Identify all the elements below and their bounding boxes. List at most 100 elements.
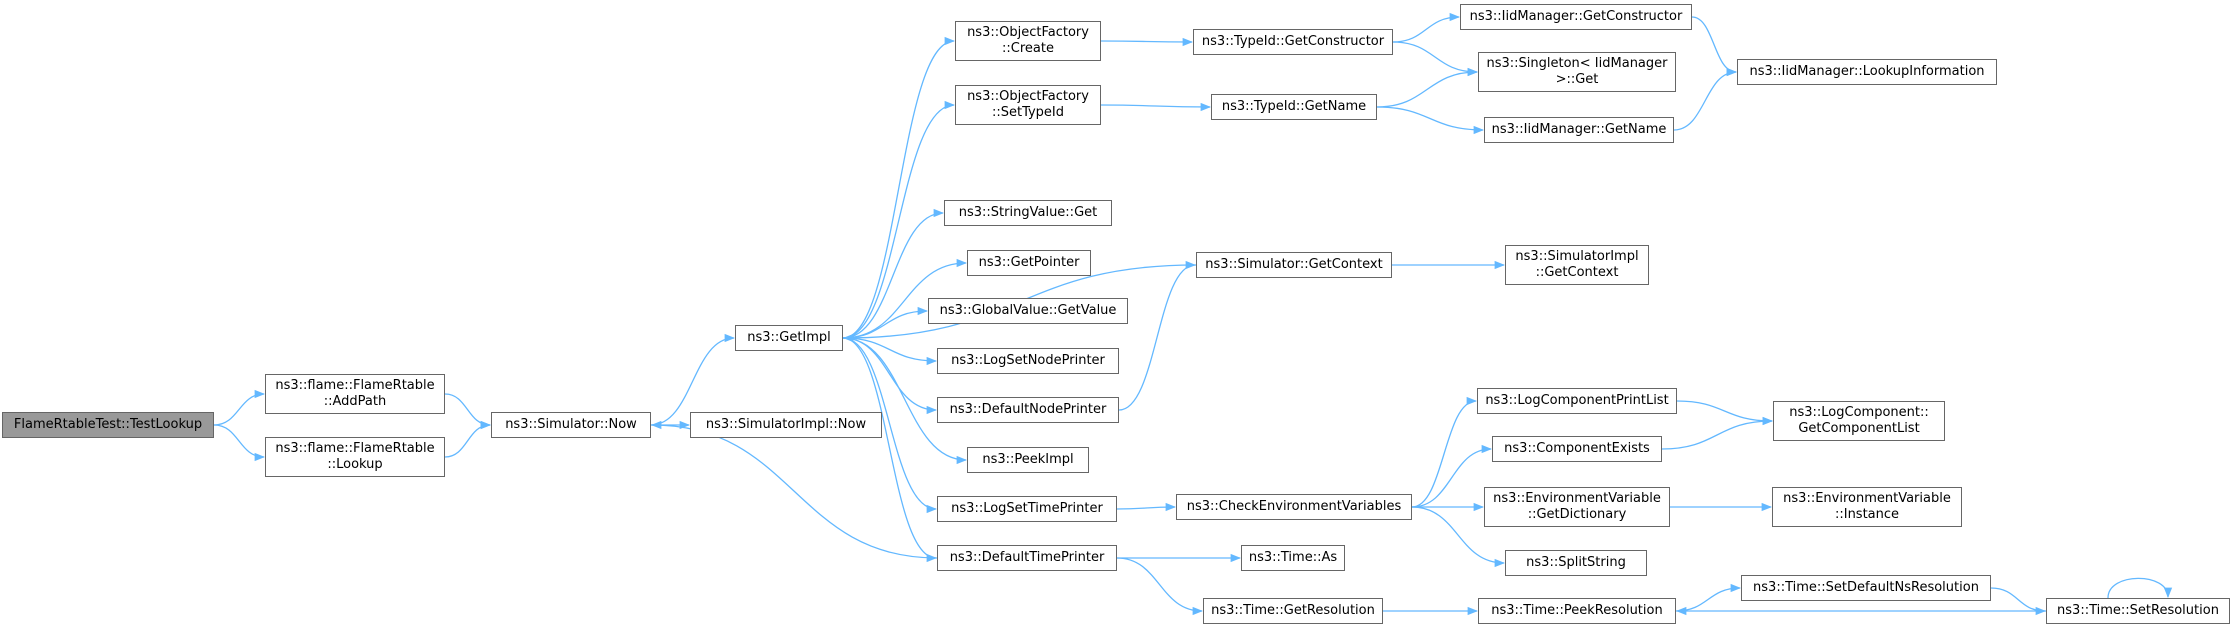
node-defaulttimeprinter[interactable]: ns3::DefaultTimePrinter	[937, 545, 1117, 571]
node-label-line: ns3::PeekImpl	[982, 452, 1074, 467]
call-edge	[1411, 396, 1478, 508]
node-defaultnodeprinter[interactable]: ns3::DefaultNodePrinter	[937, 397, 1119, 423]
call-edge	[1392, 12, 1461, 43]
call-edge	[1990, 587, 2047, 616]
call-edge	[842, 100, 956, 339]
node-label-line: ns3::DefaultTimePrinter	[949, 550, 1105, 565]
call-edge	[842, 337, 938, 563]
node-iidmanager-getname[interactable]: ns3::IidManager::GetName	[1484, 117, 1674, 143]
node-label-line: >::Get	[1555, 72, 1599, 87]
node-flamertable-lookup[interactable]: ns3::flame::FlameRtable::Lookup	[265, 437, 445, 477]
call-edge	[842, 337, 938, 366]
node-simulatorimpl-getcontext[interactable]: ns3::SimulatorImpl::GetContext	[1505, 245, 1649, 285]
node-globalvalue-getvalue[interactable]: ns3::GlobalValue::GetValue	[928, 298, 1128, 324]
node-label-line: ns3::GetPointer	[978, 255, 1080, 270]
call-edge	[2107, 577, 2173, 599]
call-edge	[1673, 67, 1738, 131]
node-label-line: ns3::Time::PeekResolution	[1491, 603, 1663, 618]
node-label-line: ns3::DefaultNodePrinter	[949, 402, 1107, 417]
call-edge	[842, 337, 968, 465]
call-edge	[1116, 557, 1204, 616]
node-flamertable-addpath[interactable]: ns3::flame::FlameRtable::AddPath	[265, 374, 445, 414]
node-typeid-getname[interactable]: ns3::TypeId::GetName	[1211, 94, 1377, 120]
node-label-line: ::Create	[1002, 41, 1054, 56]
node-time-getresolution[interactable]: ns3::Time::GetResolution	[1203, 598, 1383, 624]
node-flamertabletest-testlookup: FlameRtableTest::TestLookup	[2, 412, 214, 438]
call-edge	[1691, 16, 1738, 77]
node-time-setresolution[interactable]: ns3::Time::SetResolution	[2046, 598, 2230, 624]
node-label-line: ns3::SimulatorImpl	[1515, 249, 1639, 264]
node-logcomponentprintlist[interactable]: ns3::LogComponentPrintList	[1477, 388, 1677, 414]
call-edge	[444, 393, 492, 430]
node-label-line: ns3::Time::GetResolution	[1211, 603, 1375, 618]
node-label-line: ns3::TypeId::GetConstructor	[1201, 34, 1385, 49]
node-label-line: ::Instance	[1834, 507, 1900, 522]
node-simulator-now[interactable]: ns3::Simulator::Now	[491, 412, 651, 438]
node-label-line: ns3::LogComponent::	[1789, 405, 1929, 420]
node-time-setdefaultnsresolution[interactable]: ns3::Time::SetDefaultNsResolution	[1741, 575, 1991, 601]
node-objectfactory-create[interactable]: ns3::ObjectFactory::Create	[955, 21, 1101, 61]
call-edge	[1661, 416, 1774, 450]
call-edge	[650, 420, 938, 559]
node-objectfactory-settypeid[interactable]: ns3::ObjectFactory::SetTypeId	[955, 85, 1101, 125]
node-label-line: ns3::CheckEnvironmentVariables	[1186, 499, 1402, 514]
call-edge	[842, 36, 956, 339]
node-iidmanager-lookupinformation[interactable]: ns3::IidManager::LookupInformation	[1737, 59, 1997, 85]
node-stringvalue-get[interactable]: ns3::StringValue::Get	[944, 200, 1112, 226]
call-edge	[1118, 260, 1197, 411]
call-edge	[1116, 502, 1177, 512]
call-edge	[213, 424, 266, 462]
node-label-line: ns3::LogSetNodePrinter	[951, 353, 1105, 368]
call-edge	[1675, 583, 1742, 612]
node-label-line: ns3::IidManager::LookupInformation	[1749, 64, 1985, 79]
node-componentexists[interactable]: ns3::ComponentExists	[1492, 436, 1662, 462]
node-logcomponent-getcomponentlist[interactable]: ns3::LogComponent::GetComponentList	[1773, 401, 1945, 441]
node-environmentvariable-instance[interactable]: ns3::EnvironmentVariable::Instance	[1772, 487, 1962, 527]
node-label-line: ns3::GetImpl	[747, 330, 831, 345]
node-label-line: ::GetContext	[1535, 265, 1619, 280]
node-label-line: ns3::SimulatorImpl::Now	[705, 417, 867, 432]
node-label-line: ::SetTypeId	[991, 105, 1065, 120]
call-edge	[1100, 37, 1194, 47]
node-splitstring[interactable]: ns3::SplitString	[1505, 550, 1647, 576]
node-peekimpl[interactable]: ns3::PeekImpl	[967, 447, 1089, 473]
node-time-as[interactable]: ns3::Time::As	[1241, 545, 1345, 571]
call-edge	[842, 306, 929, 339]
node-label-line: ns3::IidManager::GetName	[1491, 122, 1667, 137]
call-edge	[842, 337, 938, 514]
node-label-line: ns3::ObjectFactory	[967, 89, 1089, 104]
node-checkenvironmentvariables[interactable]: ns3::CheckEnvironmentVariables	[1176, 494, 1412, 520]
call-edge	[1376, 106, 1485, 135]
node-simulatorimpl-now[interactable]: ns3::SimulatorImpl::Now	[690, 412, 882, 438]
node-typeid-getconstructor[interactable]: ns3::TypeId::GetConstructor	[1193, 29, 1393, 55]
node-label-line: ns3::Singleton< IidManager	[1486, 56, 1668, 71]
node-time-peekresolution[interactable]: ns3::Time::PeekResolution	[1478, 598, 1676, 624]
node-label-line: ns3::flame::FlameRtable	[275, 441, 435, 456]
call-edge	[1376, 67, 1479, 108]
node-iidmanager-getconstructor[interactable]: ns3::IidManager::GetConstructor	[1460, 4, 1692, 30]
call-edge	[842, 208, 945, 339]
node-singleton-iidmanager-get[interactable]: ns3::Singleton< IidManager >::Get	[1478, 52, 1676, 92]
node-getpointer[interactable]: ns3::GetPointer	[967, 250, 1091, 276]
node-label-line: ns3::Simulator::GetContext	[1205, 257, 1383, 272]
call-edge	[650, 333, 736, 426]
node-label-line: ::AddPath	[323, 394, 387, 409]
node-simulator-getcontext[interactable]: ns3::Simulator::GetContext	[1196, 252, 1392, 278]
call-edge	[1100, 102, 1212, 112]
node-label-line: ns3::Time::SetDefaultNsResolution	[1753, 580, 1979, 595]
node-logsettimeprinter[interactable]: ns3::LogSetTimePrinter	[937, 496, 1117, 522]
node-label-line: ns3::EnvironmentVariable	[1493, 491, 1661, 506]
node-label-line: ns3::ObjectFactory	[967, 25, 1089, 40]
node-label-line: ::GetDictionary	[1527, 507, 1627, 522]
node-environmentvariable-getdictionary[interactable]: ns3::EnvironmentVariable::GetDictionary	[1484, 487, 1670, 527]
node-label-line: ns3::Simulator::Now	[505, 417, 637, 432]
call-edge	[1411, 444, 1493, 508]
node-label-line: ns3::GlobalValue::GetValue	[939, 303, 1117, 318]
node-getimpl[interactable]: ns3::GetImpl	[735, 325, 843, 351]
node-label-line: ns3::SplitString	[1526, 555, 1626, 570]
node-label-line: ns3::IidManager::GetConstructor	[1469, 9, 1683, 24]
node-label-line: ns3::TypeId::GetName	[1221, 99, 1367, 114]
node-logsetnodeprinter[interactable]: ns3::LogSetNodePrinter	[937, 348, 1119, 374]
node-label-line: FlameRtableTest::TestLookup	[13, 417, 203, 432]
